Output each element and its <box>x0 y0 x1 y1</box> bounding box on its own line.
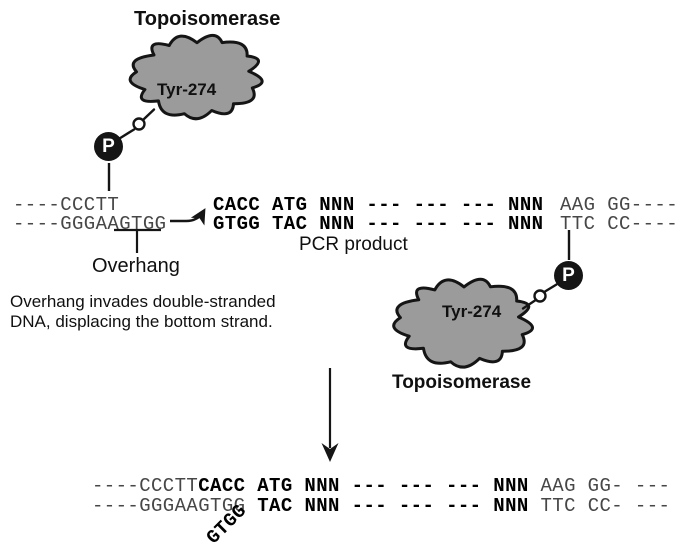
strand-invasion-arrow <box>170 208 206 226</box>
reaction-arrow-head <box>321 443 339 462</box>
vector-top-strand-left: ----CCCTT <box>13 194 120 216</box>
product-top-left: ----CCCTT <box>92 475 199 497</box>
tyrosine-oxygen-bond <box>521 299 537 310</box>
product-top-right: AAG GG- --- <box>528 475 671 497</box>
caption-line-1: Overhang invades double-stranded <box>10 292 276 311</box>
product-bottom-insert: TAC NNN --- --- --- NNN <box>257 495 529 517</box>
topoisomerase-blob-bottom <box>392 277 534 369</box>
vector-bottom-strand-right: TTC CC---- <box>560 213 679 235</box>
vector-bottom-strand-left: ----GGGAAGTGG <box>13 213 167 235</box>
phosphate-icon-bottom: P <box>554 261 583 290</box>
product-bottom-left: ----GGGAAGTGG <box>92 495 258 517</box>
topoisomerase-label-top: Topoisomerase <box>134 8 281 30</box>
pcr-product-label: PCR product <box>299 234 408 255</box>
product-bottom-strand: ----GGGAAGTGG TAC NNN --- --- --- NNN TT… <box>92 497 670 516</box>
oxygen-phosphate-bond <box>543 283 558 293</box>
tyrosine-oxygen-bond <box>142 108 156 121</box>
pcr-top-strand: CACC ATG NNN --- --- --- NNN <box>213 194 544 216</box>
product-top-insert: CACC ATG NNN --- --- --- NNN <box>198 475 529 497</box>
overhang-label: Overhang <box>92 255 180 277</box>
oxygen-phosphate-bond <box>118 128 136 140</box>
product-bottom-right: TTC CC- --- <box>528 495 671 517</box>
topoisomerase-blob-top <box>128 33 264 121</box>
phosphate-icon-top: P <box>94 132 123 161</box>
vector-top-strand-right: AAG GG---- <box>560 194 679 216</box>
oxygen-atom-icon <box>533 289 547 303</box>
topoisomerase-label-bottom: Topoisomerase <box>392 372 532 393</box>
oxygen-atom-icon <box>132 117 146 131</box>
tyr-274-label-bottom: Tyr-274 <box>442 302 502 321</box>
pcr-bottom-strand: GTGG TAC NNN --- --- --- NNN <box>213 213 544 235</box>
tyr-274-label-top: Tyr-274 <box>157 80 217 99</box>
product-top-strand: ----CCCTTCACC ATG NNN --- --- --- NNN AA… <box>92 477 670 496</box>
caption-line-2: DNA, displacing the bottom strand. <box>10 312 273 331</box>
